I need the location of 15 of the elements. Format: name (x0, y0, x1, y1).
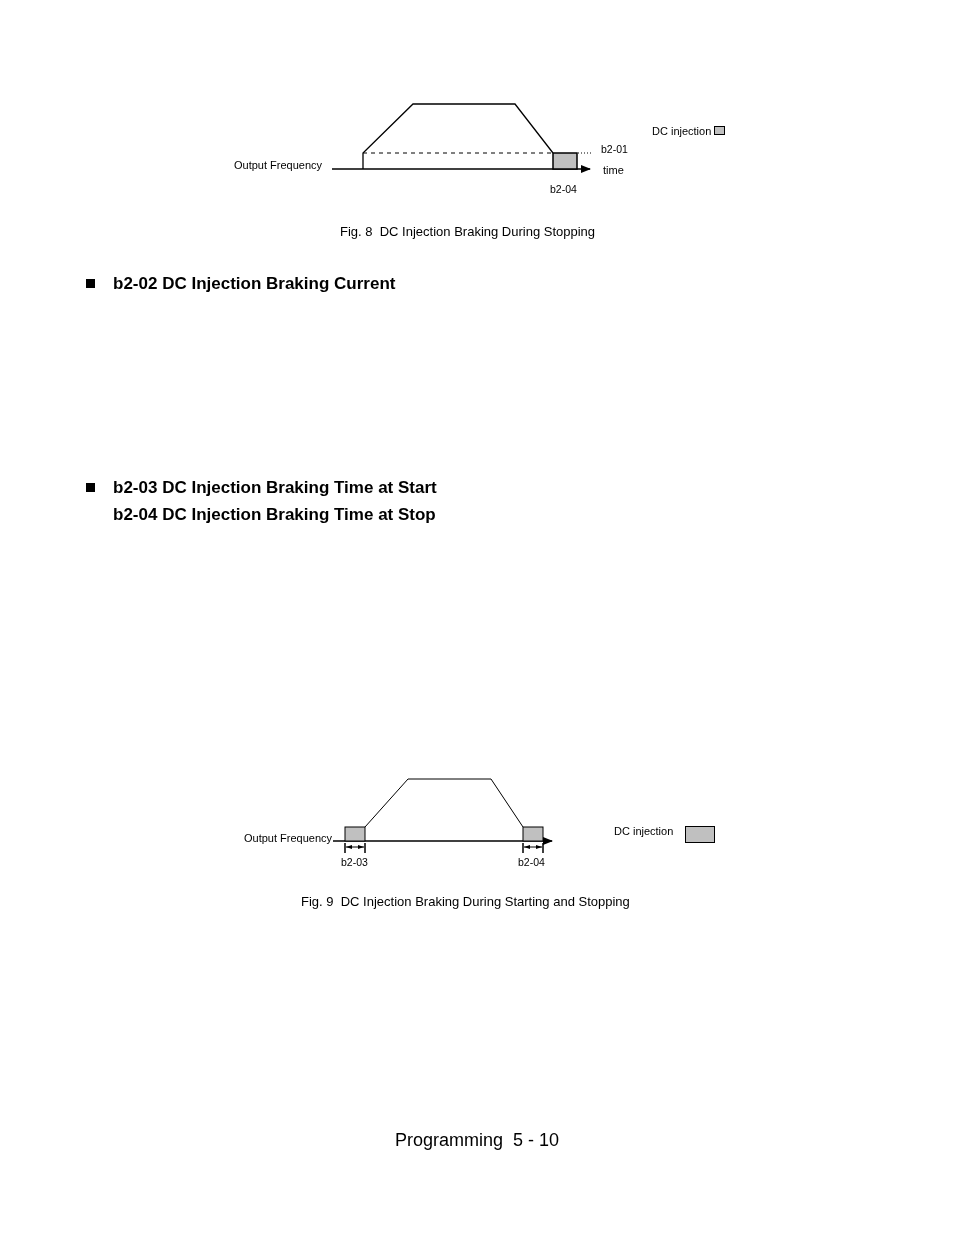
legend-label: DC injection (614, 825, 674, 839)
legend-label: DC injection (652, 125, 712, 139)
figure-caption: Fig. 8 DC Injection Braking During Stopping (340, 224, 596, 240)
section-heading: b2-03 DC Injection Braking Time at Start (113, 478, 437, 499)
parameter-label: b2-03 (341, 856, 368, 869)
section-heading: b2-02 DC Injection Braking Current (113, 274, 396, 295)
axis-label: Output Frequency (244, 832, 333, 846)
parameter-label: b2-01 (601, 143, 628, 156)
axis-label: Output Frequency (234, 159, 323, 173)
parameter-label: b2-04 (518, 856, 545, 869)
parameter-label: b2-04 (550, 183, 577, 196)
page-footer: Programming 5 - 10 (394, 1130, 560, 1152)
axis-label: time (603, 164, 624, 178)
section-heading: b2-04 DC Injection Braking Time at Stop (113, 505, 436, 526)
figure-caption: Fig. 9 DC Injection Braking During Starting and Stopping (301, 894, 630, 910)
